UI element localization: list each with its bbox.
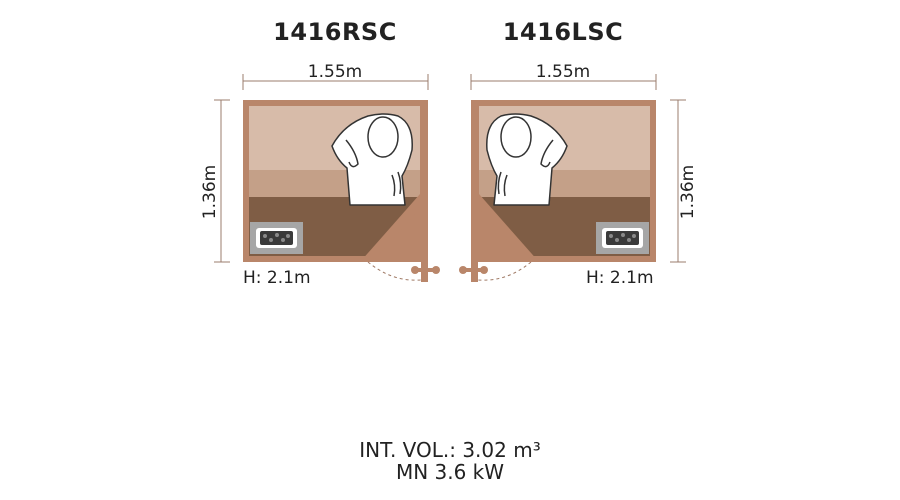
depth-dimension-line-left [214, 99, 230, 263]
width-dimension-left: 1.55m [307, 62, 363, 82]
width-dimension-line-left [242, 74, 429, 90]
door-panel-right [471, 200, 478, 282]
angled-wall-right [471, 194, 539, 262]
sauna-heater-icon [596, 222, 649, 254]
door-panel-left [421, 200, 428, 282]
floor-plan-right-corner [214, 74, 440, 282]
model-title-right-corner: 1416RSC [273, 18, 397, 46]
floor-plan-left-corner [459, 74, 686, 282]
person-top-view-icon [486, 113, 568, 206]
ceiling-height-right: H: 2.1m [586, 268, 654, 288]
angled-wall-left [360, 194, 428, 262]
interior-volume-text: INT. VOL.: 3.02 m³ [359, 438, 541, 462]
ceiling-height-left: H: 2.1m [243, 268, 311, 288]
depth-dimension-line-right [670, 99, 686, 263]
sauna-heater-icon [250, 222, 303, 254]
door-handle-icon [411, 266, 440, 274]
width-dimension-right: 1.55m [535, 62, 591, 82]
door-handle-icon [459, 266, 488, 274]
model-title-left-corner: 1416LSC [502, 18, 624, 46]
person-top-view-icon [331, 113, 413, 206]
width-dimension-line-right [470, 74, 657, 90]
heater-spec-text: MN 3.6 kW [395, 460, 505, 484]
